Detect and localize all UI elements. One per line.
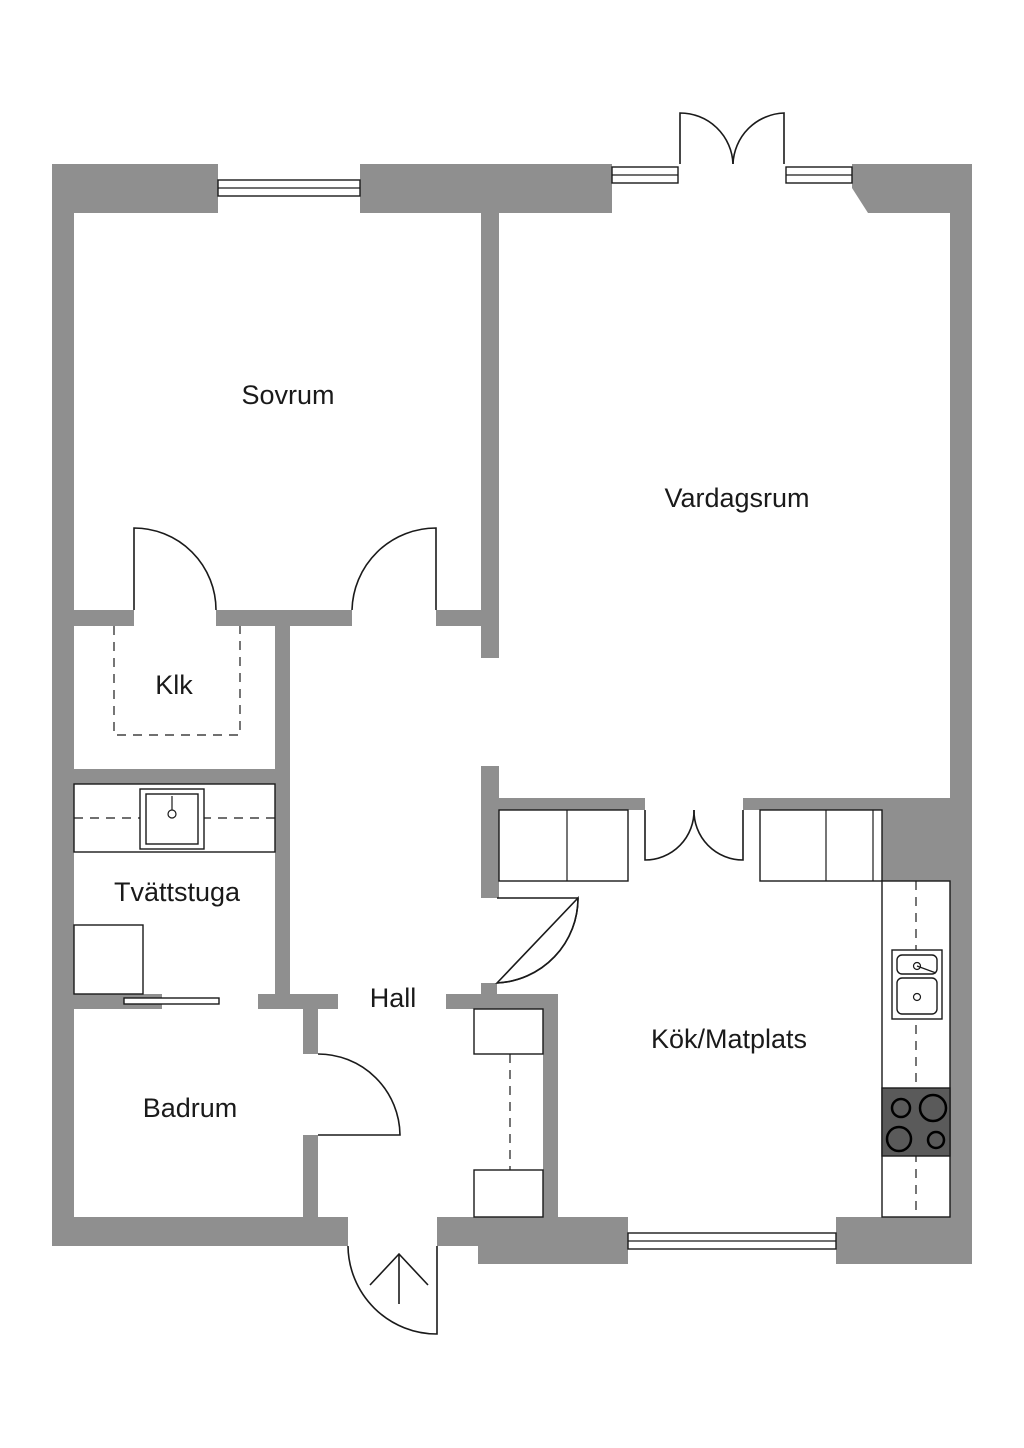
hall-wardrobe-bottom — [473, 1169, 544, 1218]
fixtures — [73, 626, 951, 1218]
hall-wardrobe-top — [473, 1008, 544, 1055]
outer-walls — [52, 164, 972, 1264]
washing-machine — [73, 924, 144, 995]
room-label-klk: Klk — [155, 670, 193, 700]
windows — [217, 166, 853, 1250]
kitchen-cabinet-right — [759, 809, 883, 882]
room-label-tvattstuga: Tvättstuga — [114, 877, 241, 907]
room-label-vardagsrum: Vardagsrum — [664, 483, 809, 513]
room-label-badrum: Badrum — [143, 1093, 238, 1123]
room-label-hall: Hall — [370, 983, 417, 1013]
room-label-sovrum: Sovrum — [241, 380, 334, 410]
interior-walls — [74, 213, 882, 1225]
doors — [123, 112, 785, 1335]
kitchen-cabinet-left — [498, 809, 629, 882]
room-labels: Sovrum Vardagsrum Klk Tvättstuga Hall Kö… — [114, 380, 810, 1123]
room-label-kok: Kök/Matplats — [651, 1024, 807, 1054]
wardrobe-outline — [113, 626, 241, 736]
